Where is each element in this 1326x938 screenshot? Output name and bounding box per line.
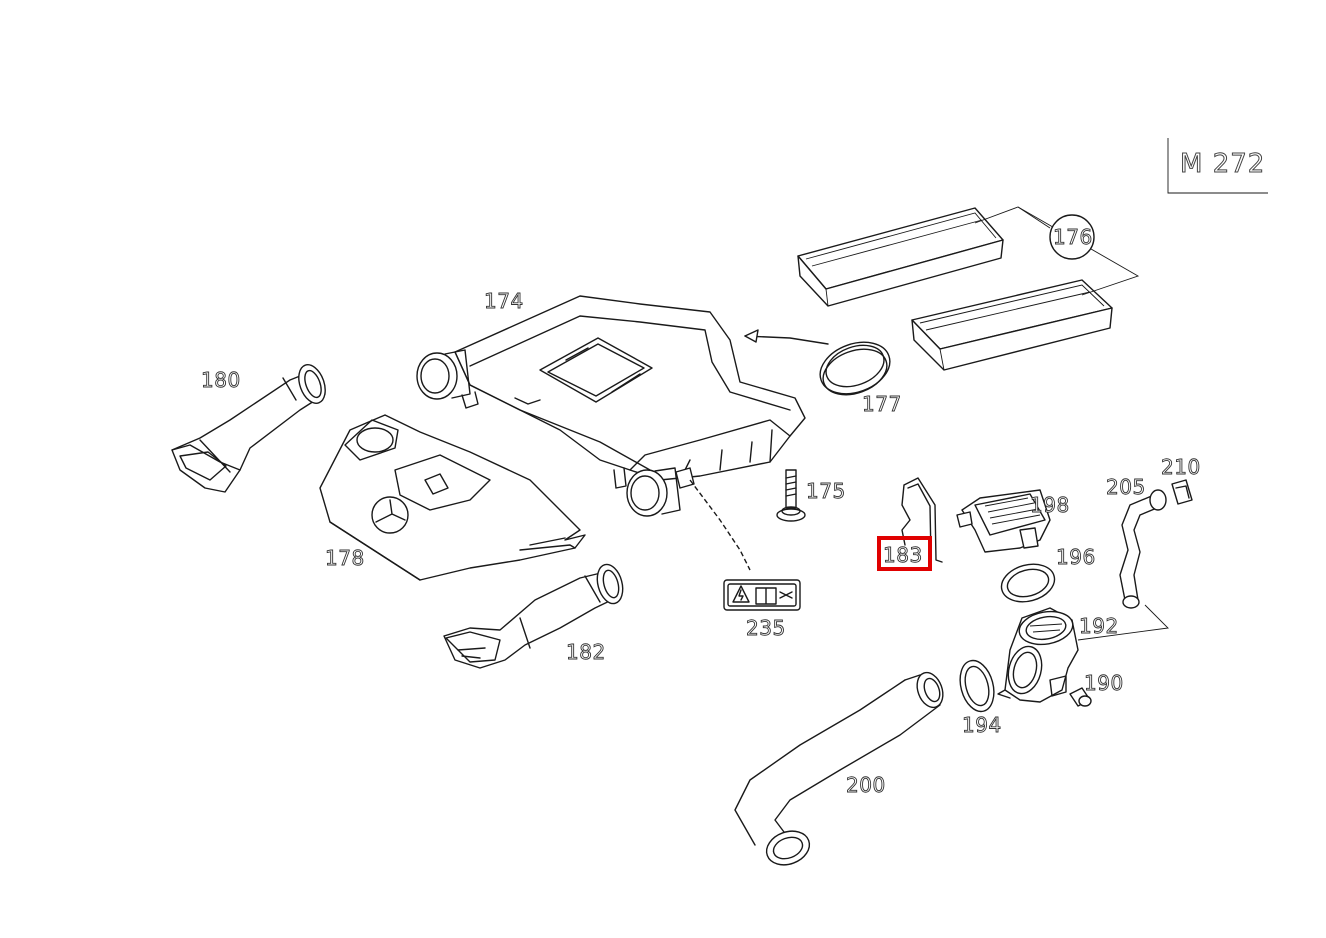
highlight-box bbox=[877, 536, 932, 571]
callout-192[interactable]: 192 bbox=[1079, 614, 1119, 639]
label-leader bbox=[689, 479, 751, 571]
model-code-box: M 272 bbox=[1167, 138, 1268, 194]
housing-ring[interactable] bbox=[955, 657, 999, 716]
engine-cover[interactable] bbox=[319, 414, 586, 581]
callout-198[interactable]: 198 bbox=[1030, 493, 1070, 518]
intake-duct-left[interactable] bbox=[171, 361, 330, 493]
callout-182[interactable]: 182 bbox=[566, 640, 606, 665]
callout-180[interactable]: 180 bbox=[201, 368, 241, 393]
air-filter-housing[interactable] bbox=[416, 295, 806, 517]
warning-label[interactable] bbox=[723, 579, 801, 611]
sensor-ring[interactable] bbox=[997, 559, 1058, 608]
gasket[interactable] bbox=[901, 477, 943, 563]
callout-183[interactable]: 183 bbox=[883, 543, 923, 568]
callout-177[interactable]: 177 bbox=[862, 392, 902, 417]
callout-190[interactable]: 190 bbox=[1084, 671, 1124, 696]
model-code: M 272 bbox=[1180, 149, 1265, 179]
plug[interactable] bbox=[1069, 687, 1092, 707]
intake-housing[interactable] bbox=[997, 607, 1079, 703]
seal-ring[interactable] bbox=[813, 333, 897, 403]
callout-174[interactable]: 174 bbox=[484, 289, 524, 314]
callout-175[interactable]: 175 bbox=[806, 479, 846, 504]
arrow-line bbox=[744, 335, 829, 345]
screw[interactable] bbox=[776, 469, 806, 522]
intake-duct-right[interactable] bbox=[443, 562, 627, 669]
air-mass-sensor[interactable] bbox=[956, 489, 1051, 553]
callout-194[interactable]: 194 bbox=[962, 713, 1002, 738]
arrow-head bbox=[744, 329, 759, 343]
air-filter-elements[interactable] bbox=[797, 206, 1140, 371]
callout-176[interactable]: 176 bbox=[1053, 225, 1093, 250]
breather-hose[interactable] bbox=[1119, 489, 1167, 609]
callout-196[interactable]: 196 bbox=[1056, 545, 1096, 570]
hose-clamp[interactable] bbox=[1171, 479, 1193, 505]
callout-235[interactable]: 235 bbox=[746, 616, 786, 641]
leader-192 bbox=[1077, 604, 1169, 641]
callout-205[interactable]: 205 bbox=[1106, 475, 1146, 500]
callout-178[interactable]: 178 bbox=[325, 546, 365, 571]
callout-200[interactable]: 200 bbox=[846, 773, 886, 798]
callout-210[interactable]: 210 bbox=[1161, 455, 1201, 480]
main-intake-hose[interactable] bbox=[734, 669, 947, 871]
